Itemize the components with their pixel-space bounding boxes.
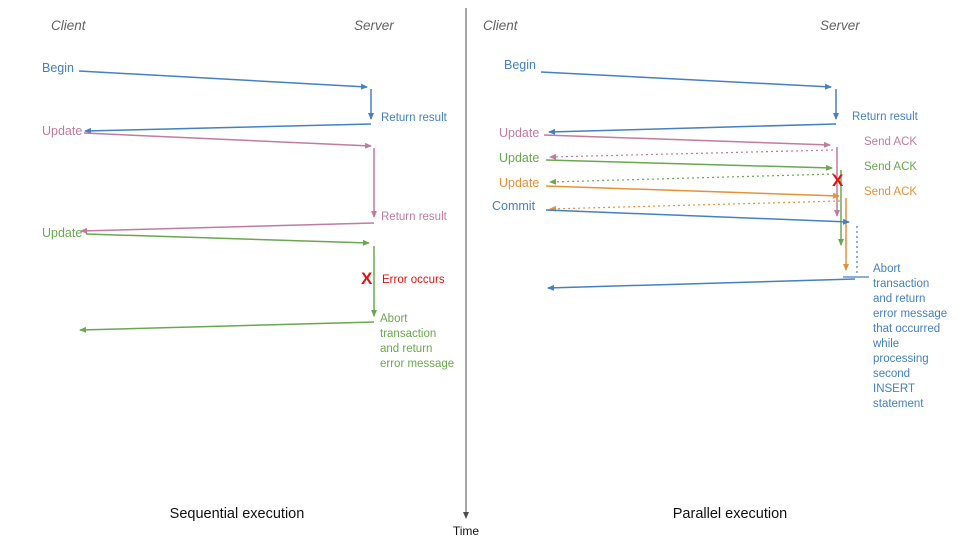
par-update3-label: Update (499, 176, 540, 190)
par-abort-text: Abort transaction and return error messa… (873, 263, 948, 410)
par-begin-response-arrow (548, 123, 837, 135)
seq-update1-response-label: Return result (381, 211, 447, 223)
par-update2-ack-label: Send ACK (864, 161, 918, 173)
seq-caption: Sequential execution (169, 506, 305, 522)
par-update2-ack-arrow (549, 173, 835, 185)
seq-update1-label: Update (42, 124, 83, 138)
par-update2-label: Update (499, 151, 540, 165)
seq-error-label: Error occurs (382, 274, 445, 286)
seq-abort-response-arrow (79, 321, 375, 333)
par-commit-label: Commit (492, 199, 536, 213)
seq-begin-request-arrow (78, 70, 368, 90)
par-begin-label: Begin (504, 58, 536, 72)
par-update1-ack-label: Send ACK (864, 136, 918, 148)
seq-update1-request-arrow (83, 132, 372, 149)
seq-begin-label: Begin (42, 61, 74, 75)
par-update3-ack-arrow (549, 200, 841, 212)
par-update1-request-arrow (543, 134, 831, 148)
seq-update1-response-arrow (80, 222, 375, 234)
par-abort-response-arrow (547, 278, 856, 291)
par-update3-ack-label: Send ACK (864, 186, 918, 198)
par-update1-label: Update (499, 126, 540, 140)
seq-begin-response-label: Return result (381, 112, 447, 124)
par-error-x-icon: X (832, 171, 844, 190)
seq-server-header: Server (354, 18, 394, 33)
par-begin-response-label: Return result (852, 111, 918, 123)
par-update1-ack-arrow (549, 149, 834, 160)
par-server-header: Server (820, 18, 860, 33)
par-client-header: Client (483, 18, 518, 33)
seq-update2-label: Update (42, 226, 83, 240)
par-commit-request-arrow (545, 209, 850, 225)
seq-update2-request-arrow (85, 233, 370, 246)
seq-error-x-icon: X (361, 269, 373, 288)
seq-client-header: Client (51, 18, 86, 33)
par-begin-request-arrow (540, 71, 832, 90)
seq-begin-response-arrow (84, 123, 372, 134)
par-caption: Parallel execution (672, 506, 788, 522)
par-update2-request-arrow (545, 159, 833, 171)
time-axis-label: Time (452, 524, 480, 538)
seq-abort-text: Abort transaction and return error messa… (380, 313, 455, 370)
par-update3-request-arrow (545, 185, 840, 199)
